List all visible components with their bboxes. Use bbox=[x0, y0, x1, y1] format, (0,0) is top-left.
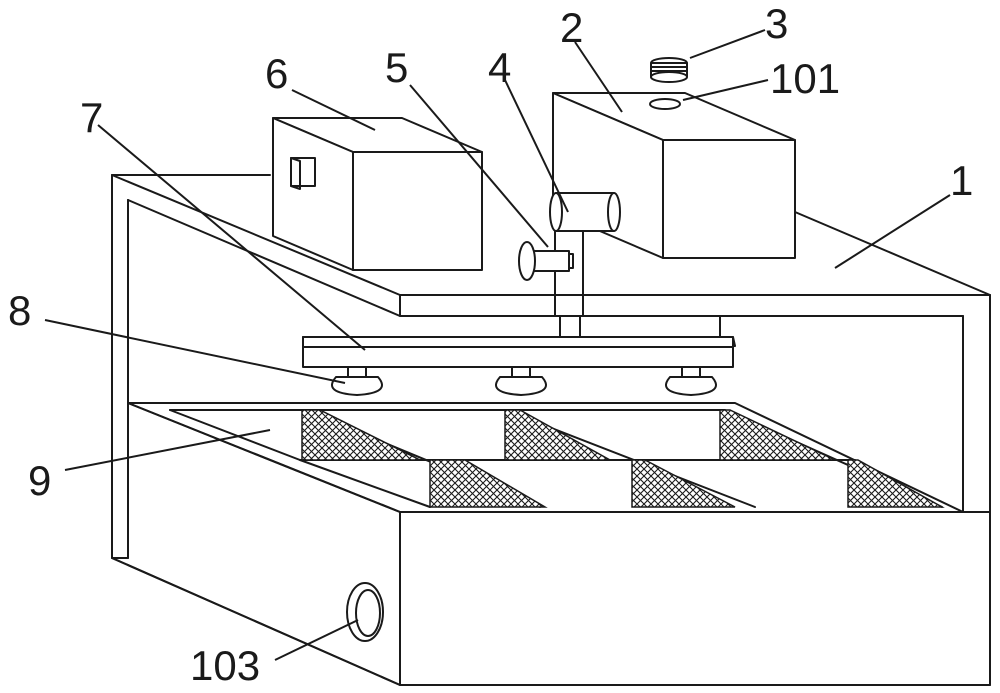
nozzle bbox=[495, 366, 547, 396]
water-tank bbox=[552, 92, 796, 259]
label-spray-bar: 7 bbox=[80, 94, 103, 141]
mesh-panel-2 bbox=[504, 409, 613, 461]
nozzles bbox=[331, 366, 717, 396]
label-tray: 9 bbox=[28, 457, 51, 504]
pump bbox=[549, 192, 621, 232]
label-frame: 1 bbox=[950, 157, 973, 204]
lower-body bbox=[111, 402, 991, 686]
vertical-pipe bbox=[554, 230, 584, 343]
spray-bar bbox=[302, 315, 736, 368]
labels: 1 2 3 101 4 5 6 7 8 9 103 bbox=[8, 0, 973, 689]
leader-lines bbox=[44, 29, 951, 661]
nozzle bbox=[331, 366, 383, 396]
switch-icon bbox=[290, 157, 316, 187]
mesh-panel-4 bbox=[429, 459, 548, 508]
mesh-panel-1 bbox=[301, 409, 421, 461]
cap bbox=[650, 57, 688, 83]
tray bbox=[127, 402, 964, 513]
mesh-panel-5 bbox=[631, 459, 736, 508]
label-valve: 5 bbox=[385, 44, 408, 91]
label-control-box: 6 bbox=[265, 50, 288, 97]
label-cap: 3 bbox=[765, 0, 788, 47]
valve bbox=[518, 241, 574, 281]
mesh-panel-3 bbox=[719, 409, 836, 461]
control-box bbox=[272, 117, 483, 271]
fill-port bbox=[649, 98, 681, 110]
label-pump: 4 bbox=[488, 44, 511, 91]
label-fill-port: 101 bbox=[770, 55, 840, 102]
label-drain-port: 103 bbox=[190, 642, 260, 689]
label-nozzle: 8 bbox=[8, 287, 31, 334]
drain-port bbox=[346, 582, 384, 642]
nozzle bbox=[665, 366, 717, 396]
label-tank: 2 bbox=[560, 4, 583, 51]
mesh-panel-6 bbox=[847, 459, 945, 508]
